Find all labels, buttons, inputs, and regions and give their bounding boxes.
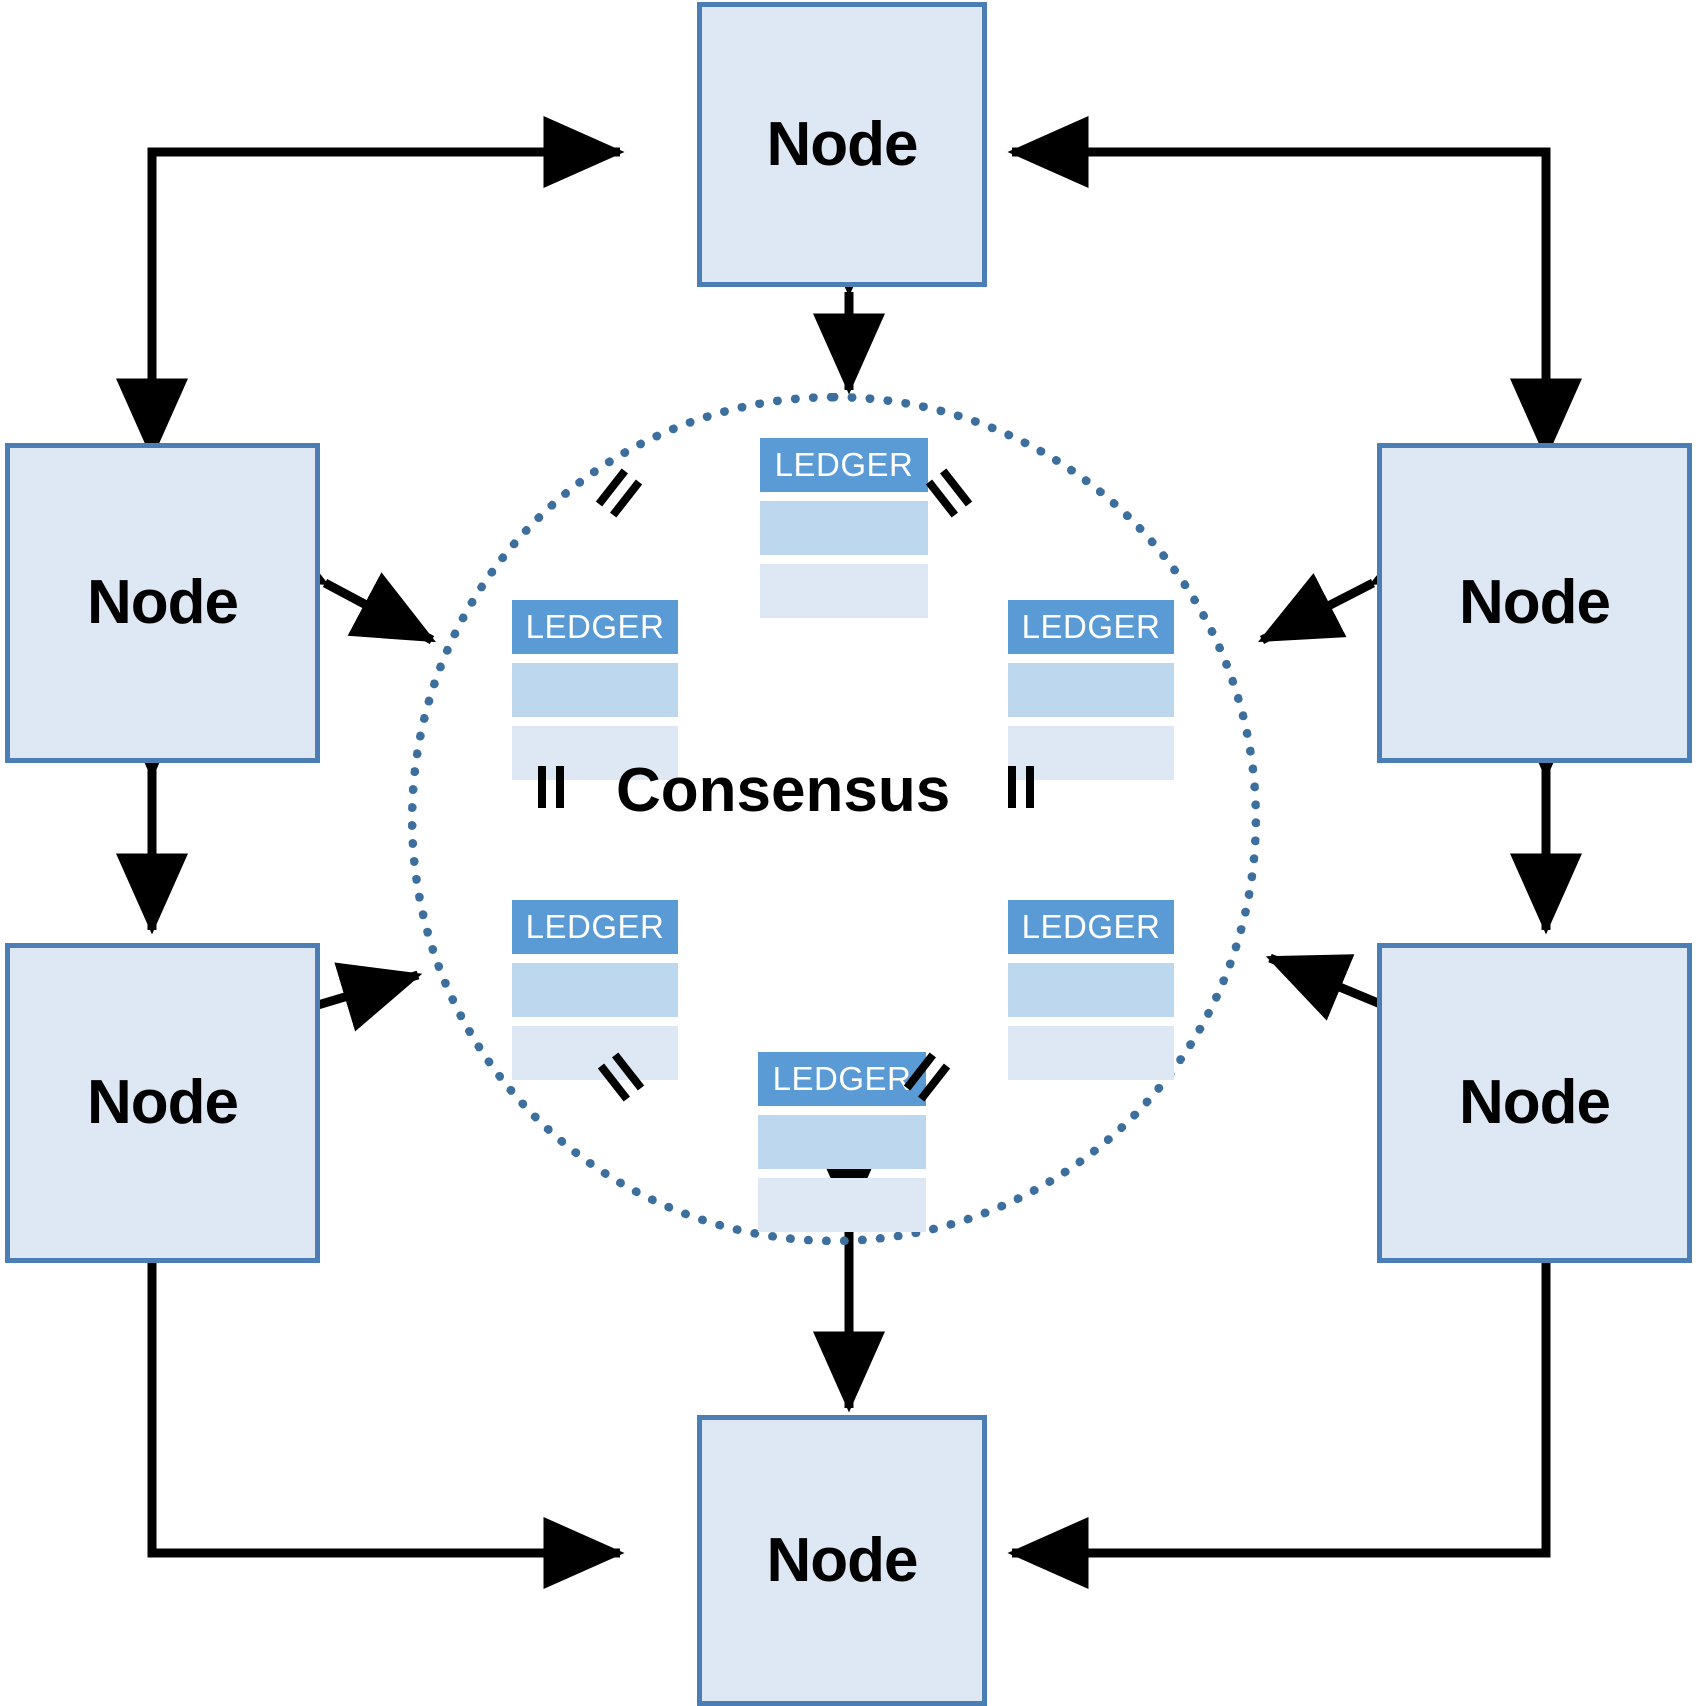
ledger-bottom-header: LEDGER bbox=[758, 1052, 926, 1106]
node-top-label: Node bbox=[766, 109, 919, 179]
ledger-top[interactable]: LEDGER bbox=[760, 438, 928, 618]
arrow-center-right-upper-node bbox=[1257, 516, 1458, 645]
node-bottom-label: Node bbox=[766, 1525, 919, 1595]
node-top[interactable]: Node bbox=[697, 2, 987, 287]
node-bottom[interactable]: Node bbox=[697, 1415, 987, 1706]
ledger-lower-left-header: LEDGER bbox=[512, 900, 678, 954]
ledger-bottom-row-2 bbox=[758, 1178, 926, 1232]
node-left-lower-label: Node bbox=[87, 1068, 239, 1137]
node-right-lower[interactable]: Node bbox=[1377, 943, 1692, 1263]
node-left-upper-label: Node bbox=[87, 568, 239, 637]
equals-mid-left-icon bbox=[536, 766, 566, 808]
node-right-upper[interactable]: Node bbox=[1377, 443, 1692, 763]
ledger-lower-right-header: LEDGER bbox=[1008, 900, 1174, 954]
ledger-lower-right[interactable]: LEDGER bbox=[1008, 900, 1174, 1080]
arrow-center-right-lower-node bbox=[1265, 953, 1475, 1071]
ledger-top-row-1 bbox=[760, 501, 928, 555]
ledger-upper-left-header: LEDGER bbox=[512, 600, 678, 654]
ledger-top-header: LEDGER bbox=[760, 438, 928, 492]
node-left-upper[interactable]: Node bbox=[5, 443, 320, 763]
ledger-upper-right-header: LEDGER bbox=[1008, 600, 1174, 654]
node-right-lower-label: Node bbox=[1459, 1068, 1611, 1137]
ledger-lower-left-row-1 bbox=[512, 963, 678, 1017]
consensus-boundary-circle bbox=[408, 393, 1260, 1245]
node-right-upper-label: Node bbox=[1459, 568, 1611, 637]
consensus-label: Consensus bbox=[616, 756, 951, 825]
ledger-upper-left-row-1 bbox=[512, 663, 678, 717]
ledger-lower-left-row-2 bbox=[512, 1026, 678, 1080]
ledger-upper-right[interactable]: LEDGER bbox=[1008, 600, 1174, 780]
ledger-top-row-2 bbox=[760, 564, 928, 618]
arrow-center-left-lower-node bbox=[224, 962, 423, 1065]
ledger-upper-right-row-2 bbox=[1008, 726, 1174, 780]
ledger-upper-left[interactable]: LEDGER bbox=[512, 600, 678, 780]
ledger-bottom-row-1 bbox=[758, 1115, 926, 1169]
ledger-lower-right-row-1 bbox=[1008, 963, 1174, 1017]
ledger-lower-left[interactable]: LEDGER bbox=[512, 900, 678, 1080]
node-left-lower[interactable]: Node bbox=[5, 943, 320, 1263]
ledger-upper-right-row-1 bbox=[1008, 663, 1174, 717]
equals-mid-right-icon bbox=[1006, 766, 1036, 808]
ledger-lower-right-row-2 bbox=[1008, 1026, 1174, 1080]
arrow-center-left-upper-node bbox=[240, 515, 436, 644]
ledger-bottom[interactable]: LEDGER bbox=[758, 1052, 926, 1232]
